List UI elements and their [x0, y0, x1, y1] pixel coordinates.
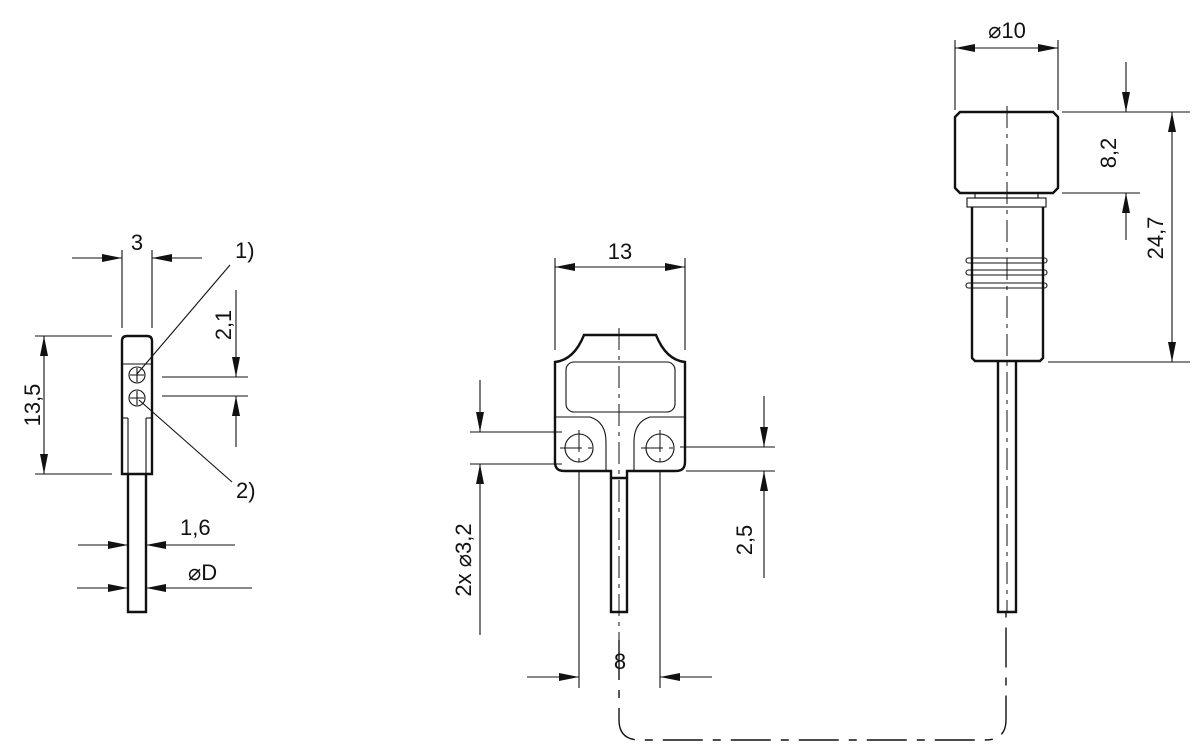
body-width-label: 13: [608, 239, 632, 264]
led-2-icon: [128, 389, 146, 407]
side-view: 3 13,5 2,1 1) 2) 1,6 ⌀D: [20, 230, 256, 614]
callout-1: 1): [235, 238, 255, 263]
hole-spacing-label: 8: [614, 649, 626, 674]
led-1-icon: [128, 366, 146, 384]
led-spacing-label: 2,1: [211, 310, 236, 341]
callout-2: 2): [236, 478, 256, 503]
hole-diameter-label: 2x ⌀3,2: [451, 523, 476, 596]
nut-length-label: 8,2: [1096, 138, 1121, 169]
height-label: 13,5: [20, 384, 45, 427]
cable-break-line: [618, 612, 1007, 741]
diameter-label: ⌀10: [988, 18, 1026, 43]
connector-view: ⌀10 8,2 24,7: [953, 18, 1190, 614]
total-length-label: 24,7: [1143, 217, 1168, 260]
cable-width-label: 1,6: [180, 515, 211, 540]
hole-offset-label: 2,5: [732, 525, 757, 556]
width-label: 3: [131, 230, 143, 255]
front-view: 13 8 2x ⌀3,2 2,5: [451, 239, 775, 688]
cable-diameter-label: ⌀D: [188, 560, 217, 585]
